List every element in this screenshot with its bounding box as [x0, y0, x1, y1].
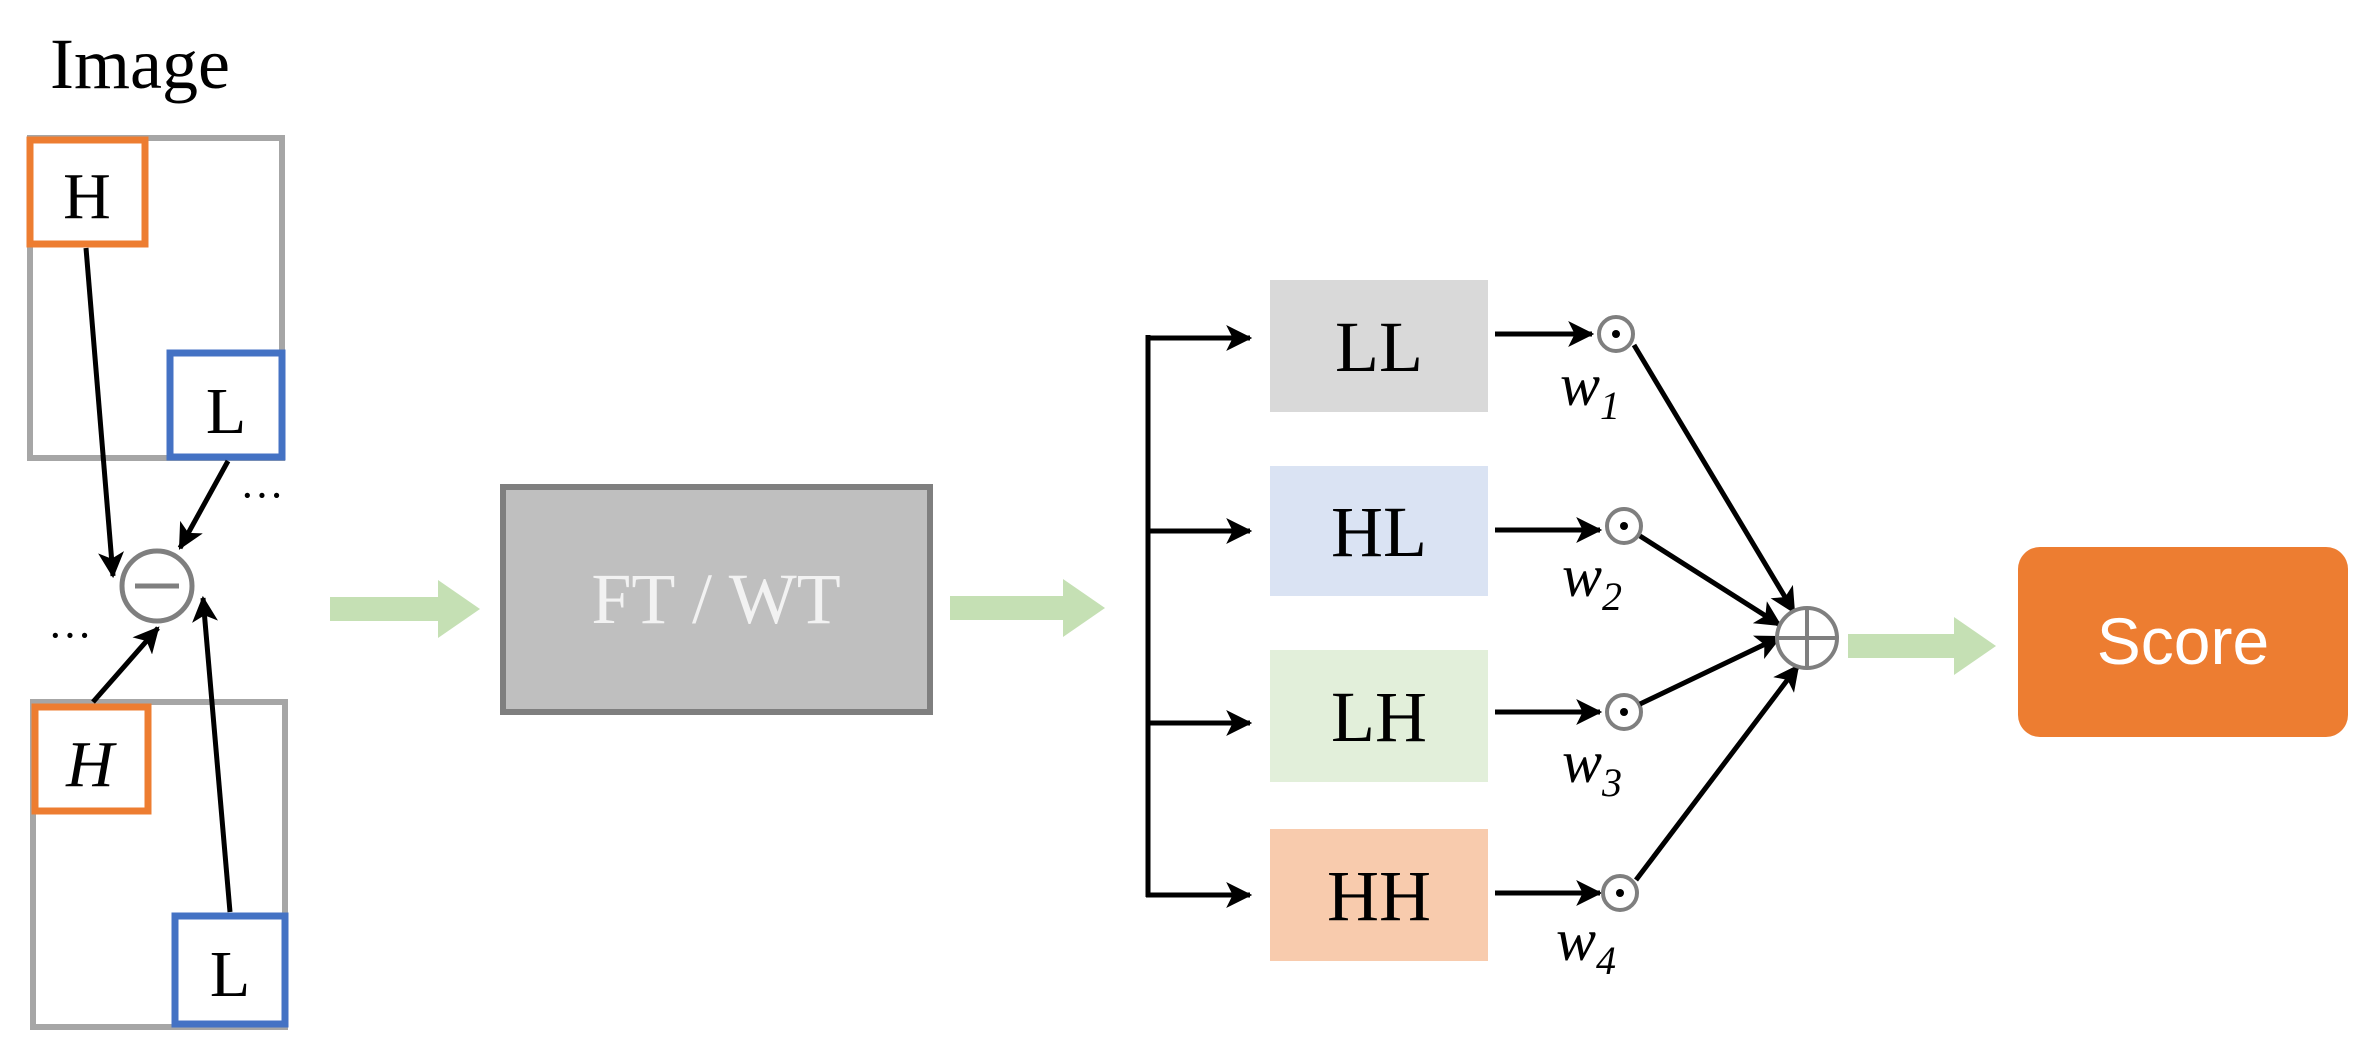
- top-high-arrow: [83, 247, 125, 579]
- transform-block: [500, 484, 933, 715]
- subband-lh-box: [1270, 650, 1488, 782]
- sum-operator-icon: [1775, 606, 1839, 670]
- flow-arrow-2: [950, 579, 1105, 637]
- branch-connector: [1145, 325, 1253, 908]
- weight-2-to-sum-arrow: [1638, 533, 1782, 628]
- bottom-low-label: L: [210, 938, 250, 1011]
- subband-ll-box: [1270, 280, 1488, 412]
- ellipsis-left: ···: [48, 611, 92, 660]
- subband-lh-label: LH: [1331, 677, 1427, 757]
- bottom-high-label: H: [65, 728, 117, 801]
- ellipsis-right: ···: [240, 471, 284, 520]
- weight-label-3: w3: [1562, 729, 1622, 805]
- weight-label-4: w4: [1556, 907, 1616, 983]
- transform-label: FT / WT: [591, 559, 840, 639]
- weight-label-2: w2: [1562, 543, 1622, 619]
- score-label: Score: [2097, 604, 2269, 678]
- subband-hh-box: [1270, 829, 1488, 961]
- weight-node-2-icon: [1605, 507, 1643, 545]
- top-high-patch: [26, 136, 149, 248]
- score-box: [2018, 547, 2348, 737]
- bottom-high-patch: [31, 703, 152, 815]
- weight-1-to-sum-arrow: [1631, 343, 1797, 614]
- weight-node-1-icon: [1597, 315, 1635, 353]
- flow-arrow-1: [330, 580, 480, 638]
- subband-hh-label: HH: [1327, 856, 1431, 936]
- top-high-label: H: [63, 160, 111, 233]
- bottom-low-patch: [171, 912, 289, 1028]
- top-low-patch: [166, 349, 286, 461]
- image-title: Image: [50, 24, 230, 104]
- bottom-high-arrow: [91, 626, 160, 704]
- bottom-low-arrow: [192, 595, 233, 913]
- subband-hl-label: HL: [1331, 492, 1427, 572]
- top-image-frame: [27, 135, 285, 461]
- weight-label-1: w1: [1560, 352, 1620, 428]
- subband-ll-label: LL: [1335, 307, 1423, 387]
- weight-4-to-sum-arrow: [1634, 664, 1800, 882]
- weight-node-3-icon: [1605, 693, 1643, 731]
- top-low-label: L: [206, 375, 246, 448]
- weight-3-to-sum-arrow: [1638, 634, 1782, 707]
- subband-hl-box: [1270, 466, 1488, 596]
- flow-arrow-3: [1848, 617, 1996, 675]
- top-low-arrow: [177, 459, 231, 550]
- bottom-image-frame: [30, 699, 288, 1030]
- weight-node-4-icon: [1601, 874, 1639, 912]
